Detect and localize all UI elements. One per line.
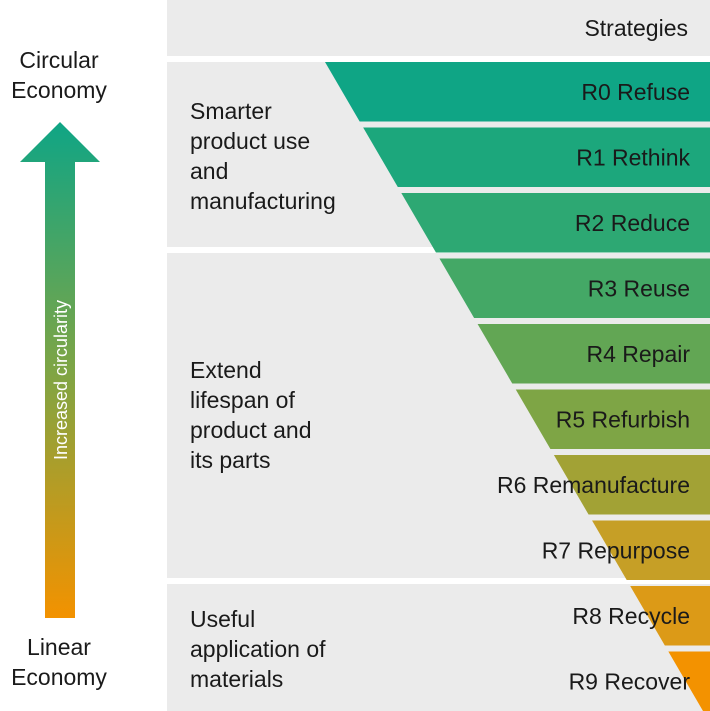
group-label-line: Smarter	[190, 98, 272, 124]
group-label-useful-application: Useful application of materials	[190, 604, 326, 694]
strategies-title: Strategies	[584, 15, 688, 41]
strategy-label: R2 Reduce	[575, 210, 690, 236]
strategy-band	[439, 258, 710, 318]
strategy-band	[515, 389, 710, 449]
strategy-label: R0 Refuse	[581, 79, 690, 105]
arrow-shape	[20, 122, 100, 618]
group-label-line: manufacturing	[190, 188, 336, 214]
linear-economy-label-line1: Linear	[27, 634, 91, 660]
group-label-smarter-use: Smarter product use and manufacturing	[190, 96, 336, 216]
linear-economy-label-line2: Economy	[11, 664, 107, 690]
group-label-line: lifespan of	[190, 387, 295, 413]
strategy-band	[668, 651, 710, 711]
strategy-label: R4 Repair	[586, 341, 690, 367]
group-label-line: materials	[190, 666, 284, 692]
strategy-band	[363, 127, 710, 187]
strategy-band	[477, 324, 710, 384]
group-label-line: and	[190, 158, 229, 184]
strategy-label: R9 Recover	[569, 668, 691, 694]
strategy-band	[401, 193, 710, 253]
strategy-band	[553, 455, 710, 515]
strategy-band	[325, 62, 710, 122]
group-useful-application	[167, 584, 710, 711]
group-label-extend-lifespan: Extend lifespan of product and its parts	[190, 355, 311, 475]
strategy-band	[630, 586, 710, 646]
group-label-line: Useful	[190, 606, 256, 632]
increased-circularity-arrow: Increased circularity	[20, 122, 100, 618]
group-label-line: its parts	[190, 447, 271, 473]
group-label-line: product and	[190, 417, 312, 443]
group-label-line: Extend	[190, 357, 262, 383]
circular-economy-label-line1: Circular	[19, 47, 99, 73]
strategy-label: R5 Refurbish	[556, 406, 690, 432]
strategy-label: R7 Repurpose	[542, 537, 690, 563]
strategy-label: R3 Reuse	[588, 275, 690, 301]
group-label-line: application of	[190, 636, 326, 662]
linear-economy-label: Linear Economy	[0, 632, 134, 692]
strategy-band	[592, 520, 710, 580]
strategy-label: R8 Recycle	[572, 603, 690, 629]
group-label-line: product use	[190, 128, 311, 154]
strategies-header: Strategies	[167, 0, 710, 56]
circular-economy-label-line2: Economy	[11, 77, 107, 103]
strategy-label: R1 Rethink	[576, 144, 690, 170]
arrow-label: Increased circularity	[51, 300, 71, 460]
circular-economy-label: Circular Economy	[0, 45, 134, 105]
strategy-label: R6 Remanufacture	[497, 472, 690, 498]
